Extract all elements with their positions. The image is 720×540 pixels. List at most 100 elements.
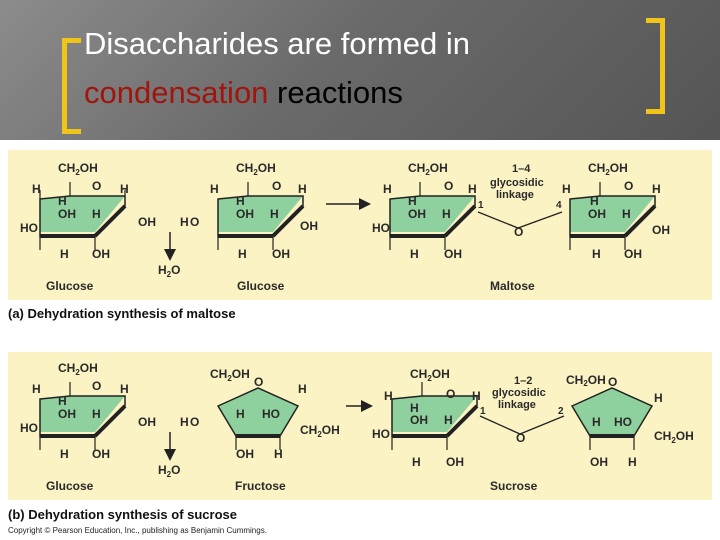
svg-text:H: H	[444, 413, 453, 427]
svg-text:H: H	[298, 382, 307, 396]
svg-text:OH: OH	[624, 247, 642, 261]
slide-title-line1: Disaccharides are formed in	[84, 26, 470, 61]
svg-text:H: H	[410, 247, 419, 261]
svg-text:H: H	[274, 447, 283, 461]
svg-text:HO: HO	[262, 407, 280, 421]
name-a-0: Glucose	[46, 279, 94, 293]
svg-text:OH: OH	[236, 447, 254, 461]
svg-text:H: H	[592, 415, 601, 429]
svg-text:O: O	[516, 431, 525, 445]
svg-text:4: 4	[556, 200, 562, 211]
svg-text:H: H	[92, 207, 101, 221]
svg-text:1: 1	[480, 406, 486, 417]
name-b-2: Sucrose	[490, 479, 538, 493]
oh-b1: OH	[138, 415, 156, 429]
water-b: H2O	[158, 463, 180, 479]
maltose: CH2OH O H H H OH H HO H OH 1 O CH2OH O H…	[372, 161, 670, 261]
svg-text:O: O	[446, 387, 455, 401]
name-a-1: Glucose	[237, 279, 285, 293]
svg-text:H: H	[120, 382, 129, 396]
right-bracket	[646, 18, 665, 114]
svg-text:OH: OH	[588, 207, 606, 221]
svg-text:OH: OH	[410, 413, 428, 427]
ho-b2: H	[180, 415, 189, 429]
svg-text:H: H	[58, 394, 67, 408]
ho-a2-o: O	[190, 215, 199, 229]
svg-text:HO: HO	[614, 415, 632, 429]
svg-text:H: H	[236, 407, 245, 421]
svg-text:O: O	[444, 179, 453, 193]
svg-text:OH: OH	[590, 455, 608, 469]
fructose: CH2OH O H H HO CH2OH OH H	[210, 367, 340, 461]
svg-text:O: O	[514, 225, 523, 239]
copyright-text: Copyright © Pearson Education, Inc., pub…	[8, 526, 267, 535]
svg-text:O: O	[92, 379, 101, 393]
svg-text:CH2OH: CH2OH	[300, 423, 340, 439]
svg-text:OH: OH	[92, 447, 110, 461]
svg-text:H: H	[590, 194, 599, 208]
svg-text:OH: OH	[408, 207, 426, 221]
svg-text:OH: OH	[236, 207, 254, 221]
svg-text:H: H	[58, 194, 67, 208]
linkage-word2-a: linkage	[496, 189, 534, 201]
svg-text:H: H	[410, 401, 419, 415]
svg-text:CH2OH: CH2OH	[566, 373, 606, 388]
glucose-b1: CH2OH O H H H OH H HO H OH	[20, 361, 129, 461]
water-a: H2O	[158, 263, 180, 279]
title-rest: reactions	[268, 75, 403, 110]
svg-text:H: H	[32, 182, 41, 196]
caption-maltose: (a) Dehydration synthesis of maltose	[8, 306, 236, 321]
linkage-word2-b: linkage	[498, 399, 536, 411]
svg-text:CH2OH: CH2OH	[654, 429, 694, 445]
slide-header	[0, 0, 720, 140]
svg-text:HO: HO	[20, 421, 38, 435]
svg-text:H: H	[622, 207, 631, 221]
name-b-0: Glucose	[46, 479, 94, 493]
svg-text:H: H	[412, 455, 421, 469]
svg-text:CH2OH: CH2OH	[58, 161, 98, 177]
svg-text:H: H	[60, 447, 69, 461]
svg-text:H: H	[60, 247, 69, 261]
svg-text:H: H	[652, 182, 661, 196]
svg-text:CH2OH: CH2OH	[588, 161, 628, 177]
svg-text:OH: OH	[58, 407, 76, 421]
svg-text:OH: OH	[58, 207, 76, 221]
linkage-word1-a: glycosidic	[490, 177, 544, 189]
svg-text:H: H	[120, 182, 129, 196]
title-highlight: condensation	[84, 75, 269, 110]
linkage-word1-b: glycosidic	[492, 387, 546, 399]
sucrose: CH2OH O H H H OH H HO H OH 1 O CH2OH O H…	[372, 367, 694, 469]
glucose-a2: CH2OH O H H H OH H OH H OH	[210, 161, 318, 261]
svg-text:H: H	[238, 247, 247, 261]
svg-text:CH2OH: CH2OH	[58, 361, 98, 377]
svg-text:H: H	[562, 182, 571, 196]
svg-text:H: H	[92, 407, 101, 421]
svg-text:CH2OH: CH2OH	[236, 161, 276, 177]
svg-text:O: O	[624, 179, 633, 193]
svg-text:H: H	[654, 391, 663, 405]
svg-text:H: H	[442, 207, 451, 221]
svg-text:O: O	[272, 179, 281, 193]
svg-text:CH2OH: CH2OH	[408, 161, 448, 177]
svg-text:H: H	[236, 194, 245, 208]
svg-text:H: H	[298, 182, 307, 196]
svg-text:OH: OH	[652, 223, 670, 237]
ho-a2: H	[180, 215, 189, 229]
caption-sucrose: (b) Dehydration synthesis of sucrose	[8, 507, 237, 522]
svg-text:H: H	[383, 182, 392, 196]
svg-text:H: H	[210, 182, 219, 196]
svg-text:HO: HO	[372, 427, 390, 441]
slide-title-line2: condensation reactions	[84, 75, 403, 111]
svg-text:OH: OH	[300, 219, 318, 233]
svg-text:O: O	[92, 179, 101, 193]
linkage-bond-b: 1–2	[514, 375, 532, 387]
svg-text:HO: HO	[372, 221, 390, 235]
oh-a1: OH	[138, 215, 156, 229]
svg-text:1: 1	[478, 200, 484, 211]
svg-text:H: H	[592, 247, 601, 261]
svg-text:CH2OH: CH2OH	[210, 367, 250, 383]
svg-text:H: H	[32, 382, 41, 396]
name-a-2: Maltose	[490, 279, 535, 293]
glucose-a1: CH2OH O H H H OH H HO H OH	[20, 161, 129, 261]
